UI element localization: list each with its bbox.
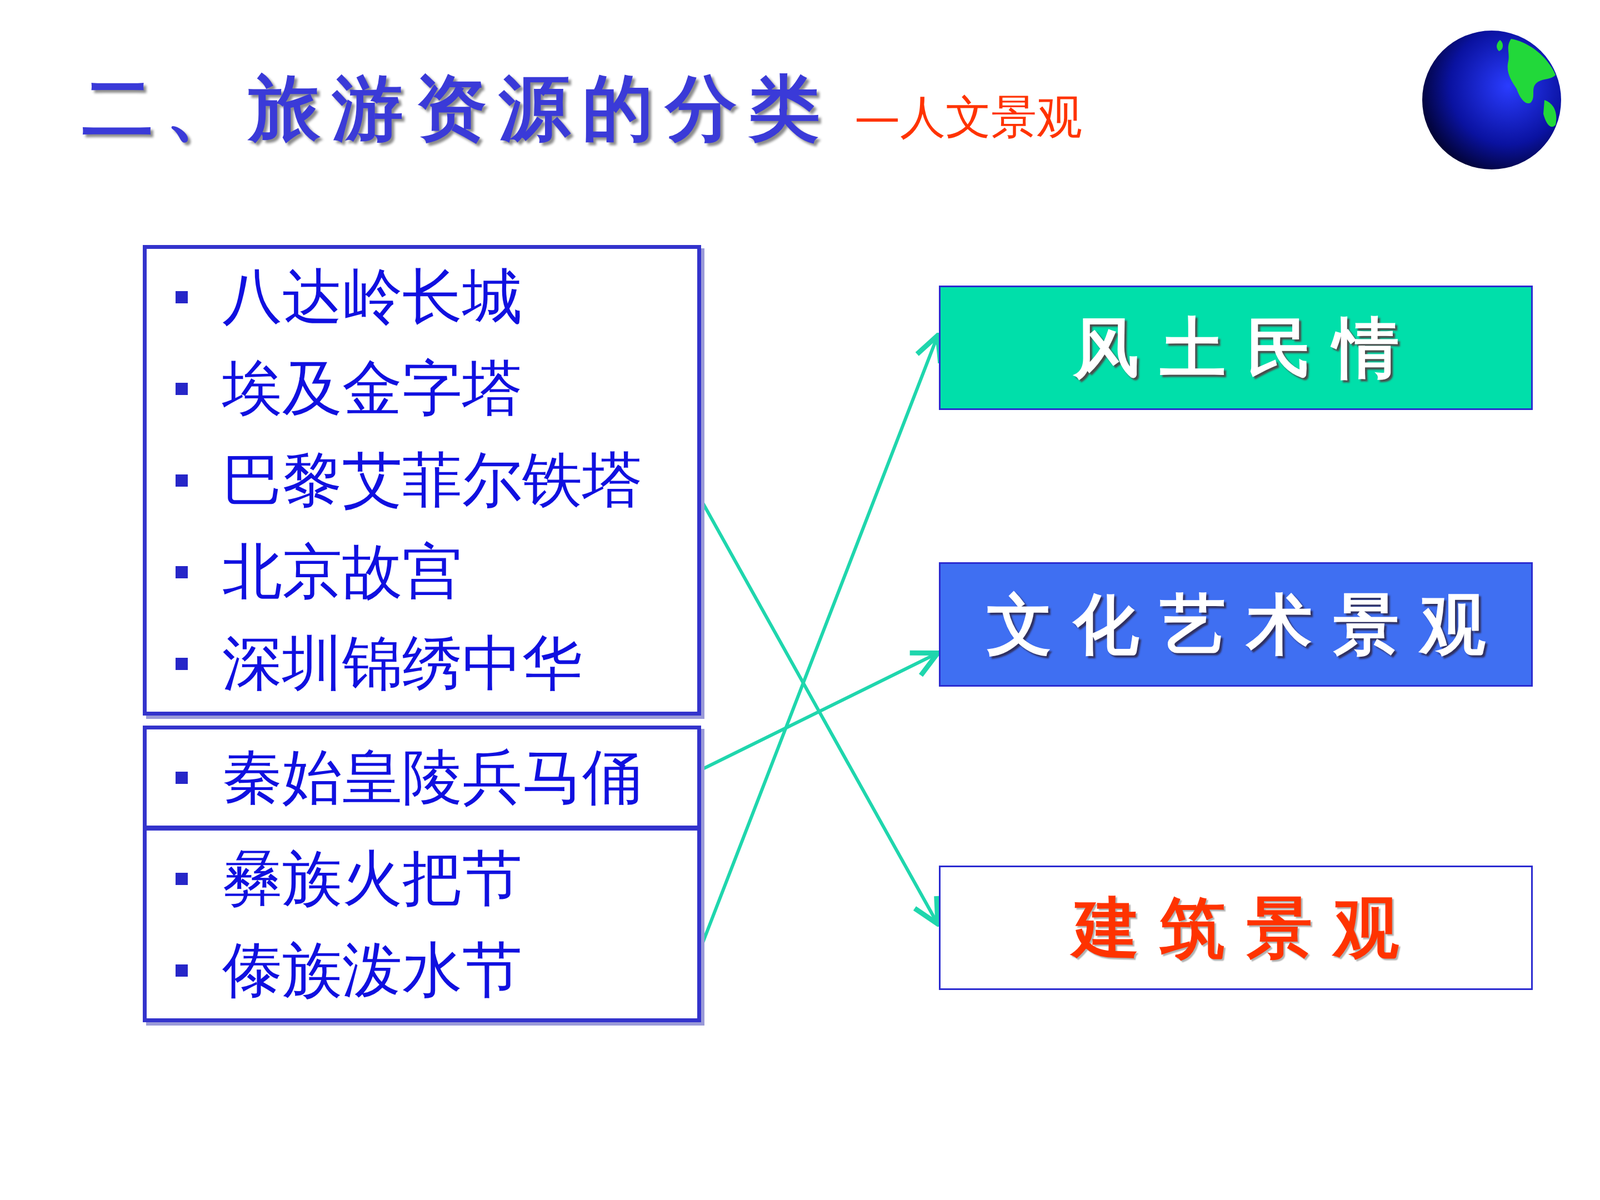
example-list-box: 八达岭长城埃及金字塔巴黎艾菲尔铁塔北京故宫深圳锦绣中华 <box>142 245 702 716</box>
example-item: 巴黎艾菲尔铁塔 <box>222 447 643 514</box>
bullet-square <box>175 657 188 670</box>
category-label: 建筑景观 <box>1052 891 1420 964</box>
arrow-connector <box>702 335 938 945</box>
slide-title: 二、旅游资源的分类 <box>82 61 833 158</box>
category-label: 风土民情 <box>1052 311 1420 384</box>
bullet-square <box>175 382 188 395</box>
category-box: 文化艺术景观 <box>938 562 1533 687</box>
example-item: 秦始皇陵兵马俑 <box>222 744 643 811</box>
bullet-square <box>175 771 188 784</box>
example-item: 傣族泼水节 <box>222 937 523 1004</box>
list-row: 深圳锦绣中华 <box>146 617 687 710</box>
example-item: 八达岭长城 <box>222 263 523 330</box>
subtitle-label: —人文景观 <box>854 87 1083 149</box>
example-item: 北京故宫 <box>222 538 463 605</box>
list-row: 彝族火把节 <box>146 832 687 925</box>
arrow-connector <box>702 501 938 924</box>
bullet-square <box>175 291 188 304</box>
arrow-connector <box>702 653 938 770</box>
bullet-square <box>175 566 188 579</box>
category-label: 文化艺术景观 <box>965 588 1507 661</box>
example-item: 深圳锦绣中华 <box>222 630 583 697</box>
globe-illustration <box>1416 27 1567 173</box>
list-row: 埃及金字塔 <box>146 342 687 435</box>
list-row: 八达岭长城 <box>146 251 687 343</box>
category-box: 建筑景观 <box>938 865 1533 990</box>
example-item: 彝族火把节 <box>222 845 523 912</box>
example-item: 埃及金字塔 <box>222 355 523 422</box>
category-box: 风土民情 <box>938 285 1533 410</box>
list-row: 北京故宫 <box>146 526 687 618</box>
bullet-square <box>175 474 188 487</box>
list-row: 秦始皇陵兵马俑 <box>146 731 687 824</box>
bullet-square <box>175 872 188 885</box>
example-list-box: 彝族火把节傣族泼水节 <box>142 826 702 1023</box>
list-row: 巴黎艾菲尔铁塔 <box>146 434 687 527</box>
example-list-box: 秦始皇陵兵马俑 <box>142 725 702 830</box>
list-row: 傣族泼水节 <box>146 924 687 1017</box>
bullet-square <box>175 964 188 977</box>
